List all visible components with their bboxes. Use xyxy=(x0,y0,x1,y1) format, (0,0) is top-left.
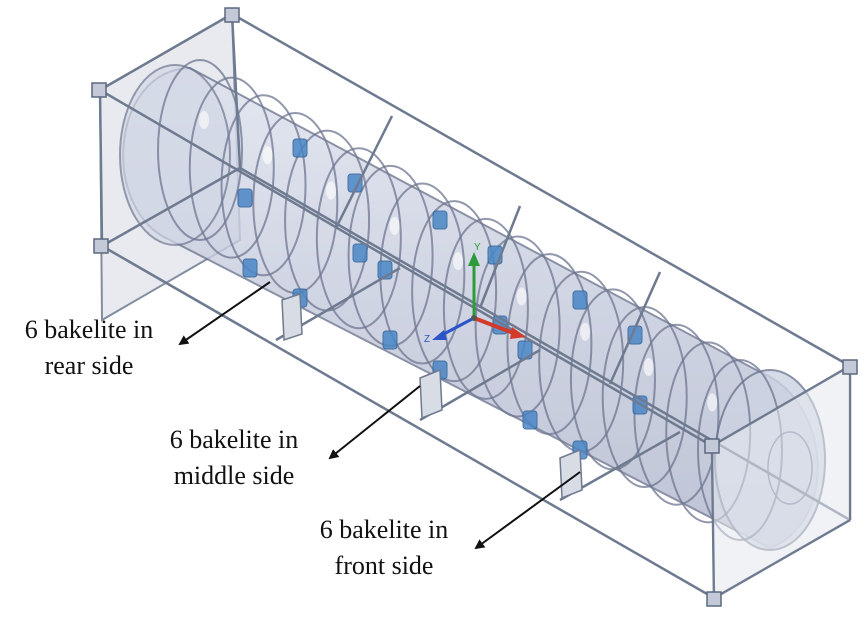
axis-y-label: Y xyxy=(474,242,481,253)
rib-hole xyxy=(453,252,464,271)
rear-tank-cap xyxy=(119,64,231,246)
frame-rear-post-front xyxy=(98,89,104,247)
frame-corners xyxy=(91,7,858,607)
tank-rib xyxy=(411,200,498,383)
bakelite-block-rear xyxy=(352,243,368,263)
bakelite-block-rear xyxy=(242,258,258,278)
annotation-arrows xyxy=(178,281,581,550)
rib-hole xyxy=(389,216,400,235)
annotation-rear: 6 bakelite in rear side xyxy=(0,312,178,384)
annotation-middle-line2: middle side xyxy=(173,461,295,490)
rib-hole xyxy=(643,358,654,377)
rib-hole xyxy=(516,287,527,306)
rib-hole xyxy=(262,146,273,165)
axis-x-arrow xyxy=(510,327,526,339)
rib-hole xyxy=(326,181,337,200)
annotation-front-line1: 6 bakelite in xyxy=(319,515,449,544)
bakelite-block-front xyxy=(522,410,538,430)
frame-top-rear-beam xyxy=(99,12,233,92)
arrow-middle xyxy=(328,385,421,460)
front-end-panel xyxy=(710,364,851,600)
axis-z-label: Z xyxy=(424,334,430,345)
support-saddles xyxy=(281,292,583,500)
frame-top-cross-2 xyxy=(478,205,522,309)
coordinate-axes: Y Z xyxy=(424,242,526,345)
bakelite-block-rear xyxy=(237,188,253,208)
frame-bottom-long-beam-front xyxy=(101,244,715,600)
frame-top-cross-3 xyxy=(608,271,662,385)
frame-rear-post-back xyxy=(230,13,242,169)
axis-z-arrow xyxy=(432,330,447,340)
annotation-front: 6 bakelite in front side xyxy=(296,512,472,584)
tank-rib xyxy=(315,147,402,330)
annotation-front-line2: front side xyxy=(334,551,434,580)
tank-rib xyxy=(188,76,275,259)
axis-y-arrow xyxy=(468,252,480,266)
rib-hole xyxy=(580,322,591,341)
rib-hole xyxy=(199,111,209,129)
annotation-middle-line1: 6 bakelite in xyxy=(169,425,299,454)
tank-rib xyxy=(157,59,243,241)
bakelite-block-rear xyxy=(292,138,308,158)
bakelite-block-middle xyxy=(382,330,398,350)
frame-top-long-beam-front xyxy=(99,88,713,448)
axis-x-line xyxy=(473,316,517,336)
annotation-rear-line2: rear side xyxy=(44,351,134,380)
rib-hole xyxy=(707,393,718,412)
bakelite-block-front xyxy=(572,290,588,310)
annotation-middle: 6 bakelite in middle side xyxy=(146,422,322,494)
frame-bottom-rear-beam xyxy=(101,166,241,248)
axis-origin xyxy=(471,315,477,321)
tank-ribs xyxy=(157,59,783,541)
tank-rib xyxy=(442,217,529,400)
tank-rib xyxy=(633,323,720,506)
frame-top-cross-1 xyxy=(334,115,394,229)
annotation-rear-line1: 6 bakelite in xyxy=(24,315,154,344)
tank-rib xyxy=(474,235,561,418)
arrow-rear xyxy=(178,281,271,346)
tank-rib xyxy=(220,94,307,277)
frame-top-long-beam-back xyxy=(231,12,851,368)
arrow-front xyxy=(474,471,581,550)
bakelite-block-middle xyxy=(432,210,448,230)
axis-z-line xyxy=(439,316,475,338)
tank-rib xyxy=(506,253,593,436)
